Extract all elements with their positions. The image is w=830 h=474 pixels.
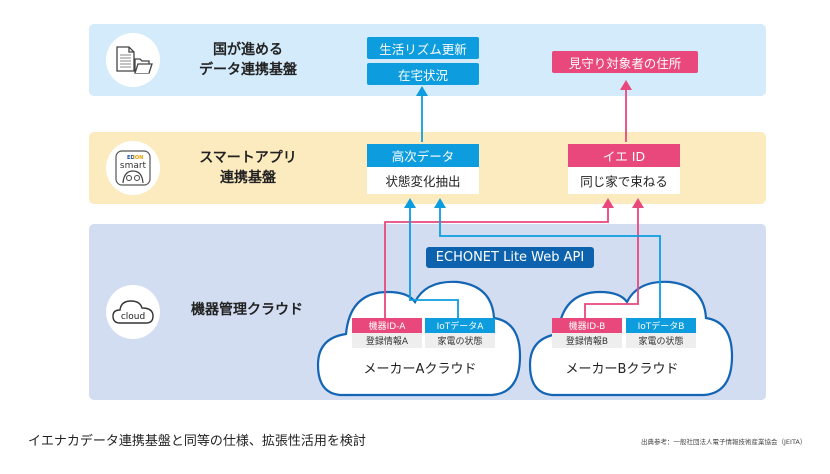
high-level-data-box: 高次データ 状態変化抽出 — [367, 144, 479, 194]
maker-a-cloud-name: メーカーAクラウド — [363, 362, 477, 377]
device-id-b: 機器ID-B — [552, 318, 622, 333]
ie-id-box: イエ ID 同じ家で束ねる — [568, 144, 680, 194]
line-device-id-b-to-ie-id — [584, 206, 639, 318]
state-change-extraction: 状態変化抽出 — [367, 167, 479, 194]
iot-data-b-chip: IoTデータB 家電の状態 — [626, 318, 696, 348]
high-level-data-header: 高次データ — [367, 144, 479, 167]
source-credit: 出典参考：一般社団法人電子情報技術産業協会（JEITA） — [641, 438, 807, 446]
line-iot-data-a-to-high-data — [409, 206, 459, 318]
arrow-head — [632, 198, 644, 208]
arrow-head — [602, 198, 614, 208]
arrow-head — [404, 198, 416, 208]
brand-text: ED — [127, 155, 135, 161]
app-text: smart — [120, 161, 147, 171]
arrow-head — [620, 80, 632, 90]
bundle-same-house: 同じ家で束ねる — [568, 167, 680, 194]
cloud-icon-text: cloud — [121, 312, 145, 322]
registration-info-a: 登録情報A — [352, 333, 422, 348]
device-id-b-chip: 機器ID-B 登録情報B — [552, 318, 622, 348]
documents-folder-icon — [106, 33, 160, 87]
iot-data-b: IoTデータB — [626, 318, 696, 333]
arrow-head — [434, 198, 446, 208]
device-id-a-chip: 機器ID-A 登録情報A — [352, 318, 422, 348]
iot-data-a-chip: IoTデータA 家電の状態 — [425, 318, 495, 348]
device-cloud-title: 機器管理クラウド — [191, 302, 303, 318]
arrow-head — [416, 86, 428, 96]
maker-b-cloud-name: メーカーBクラウド — [565, 362, 679, 377]
cloud-icon: cloud — [106, 285, 160, 339]
label-at-home-status: 在宅状況 — [367, 63, 479, 85]
svg-text:ION: ION — [133, 155, 143, 161]
national-platform-title: 国が進める データ連携基盤 — [188, 40, 308, 80]
title-line-2: 連携基盤 — [220, 170, 276, 186]
line-device-id-a-to-ie-id — [384, 206, 609, 318]
label-life-rhythm-update: 生活リズム更新 — [367, 37, 479, 59]
registration-info-b: 登録情報B — [552, 333, 622, 348]
line-iot-data-b-to-high-data — [439, 206, 661, 318]
appliance-state-b: 家電の状態 — [626, 333, 696, 348]
title-line-1: スマートアプリ — [199, 150, 297, 166]
device-id-a: 機器ID-A — [352, 318, 422, 333]
smart-app-platform-title: スマートアプリ 連携基盤 — [188, 148, 308, 188]
edion-smart-app-icon: ED ION smart — [106, 141, 160, 195]
echonet-lite-web-api-label: ECHONET Lite Web API — [426, 247, 594, 268]
appliance-state-a: 家電の状態 — [425, 333, 495, 348]
iot-data-a: IoTデータA — [425, 318, 495, 333]
ie-id-header: イエ ID — [568, 144, 680, 167]
title-line-2: データ連携基盤 — [199, 62, 297, 78]
title-line-1: 国が進める — [213, 42, 283, 58]
summary-caption: イエナカデータ連携基盤と同等の仕様、拡張性活用を検討 — [28, 434, 366, 449]
label-watched-person-address: 見守り対象者の住所 — [552, 51, 698, 73]
